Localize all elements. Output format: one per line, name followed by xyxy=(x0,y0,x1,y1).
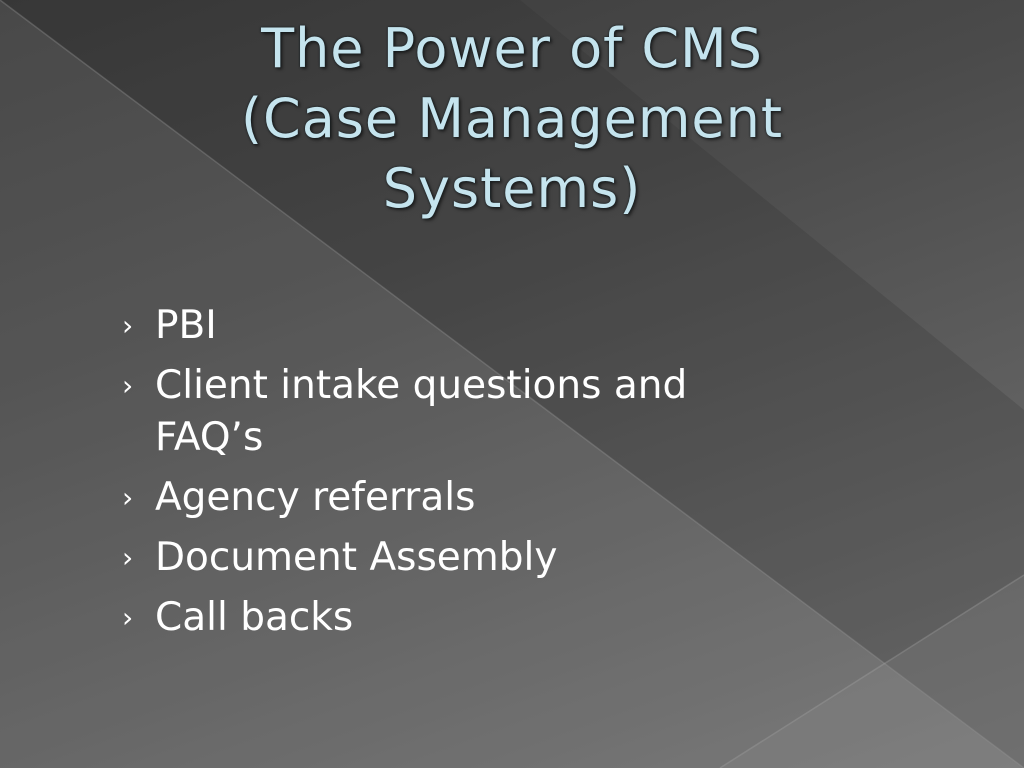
bullet-list: › PBI › Client intake questions and FAQ’… xyxy=(122,300,802,652)
background-corner-shape xyxy=(720,575,1024,768)
bullet-arrow-icon: › xyxy=(122,369,134,402)
bullet-text: Call backs xyxy=(155,595,354,640)
bullet-item: › Call backs xyxy=(122,592,802,644)
bullet-text: Document Assembly xyxy=(155,535,558,580)
bullet-text: Client intake questions and FAQ’s xyxy=(155,363,688,460)
slide-title-line-1: The Power of CMS xyxy=(261,17,763,80)
bullet-item: › Client intake questions and FAQ’s xyxy=(122,360,802,464)
slide-title: The Power of CMS (Case Management System… xyxy=(160,14,864,224)
bullet-text: Agency referrals xyxy=(155,475,476,520)
bullet-arrow-icon: › xyxy=(122,309,134,342)
bullet-item: › PBI xyxy=(122,300,802,352)
background-corner-line xyxy=(719,574,1024,768)
bullet-item: › Agency referrals xyxy=(122,472,802,524)
slide-title-line-2: (Case Management xyxy=(240,87,784,150)
bullet-text: PBI xyxy=(155,303,217,348)
bullet-arrow-icon: › xyxy=(122,481,134,514)
slide-title-line-3: Systems) xyxy=(382,157,642,220)
bullet-arrow-icon: › xyxy=(122,601,134,634)
bullet-arrow-icon: › xyxy=(122,541,134,574)
bullet-item: › Document Assembly xyxy=(122,532,802,584)
